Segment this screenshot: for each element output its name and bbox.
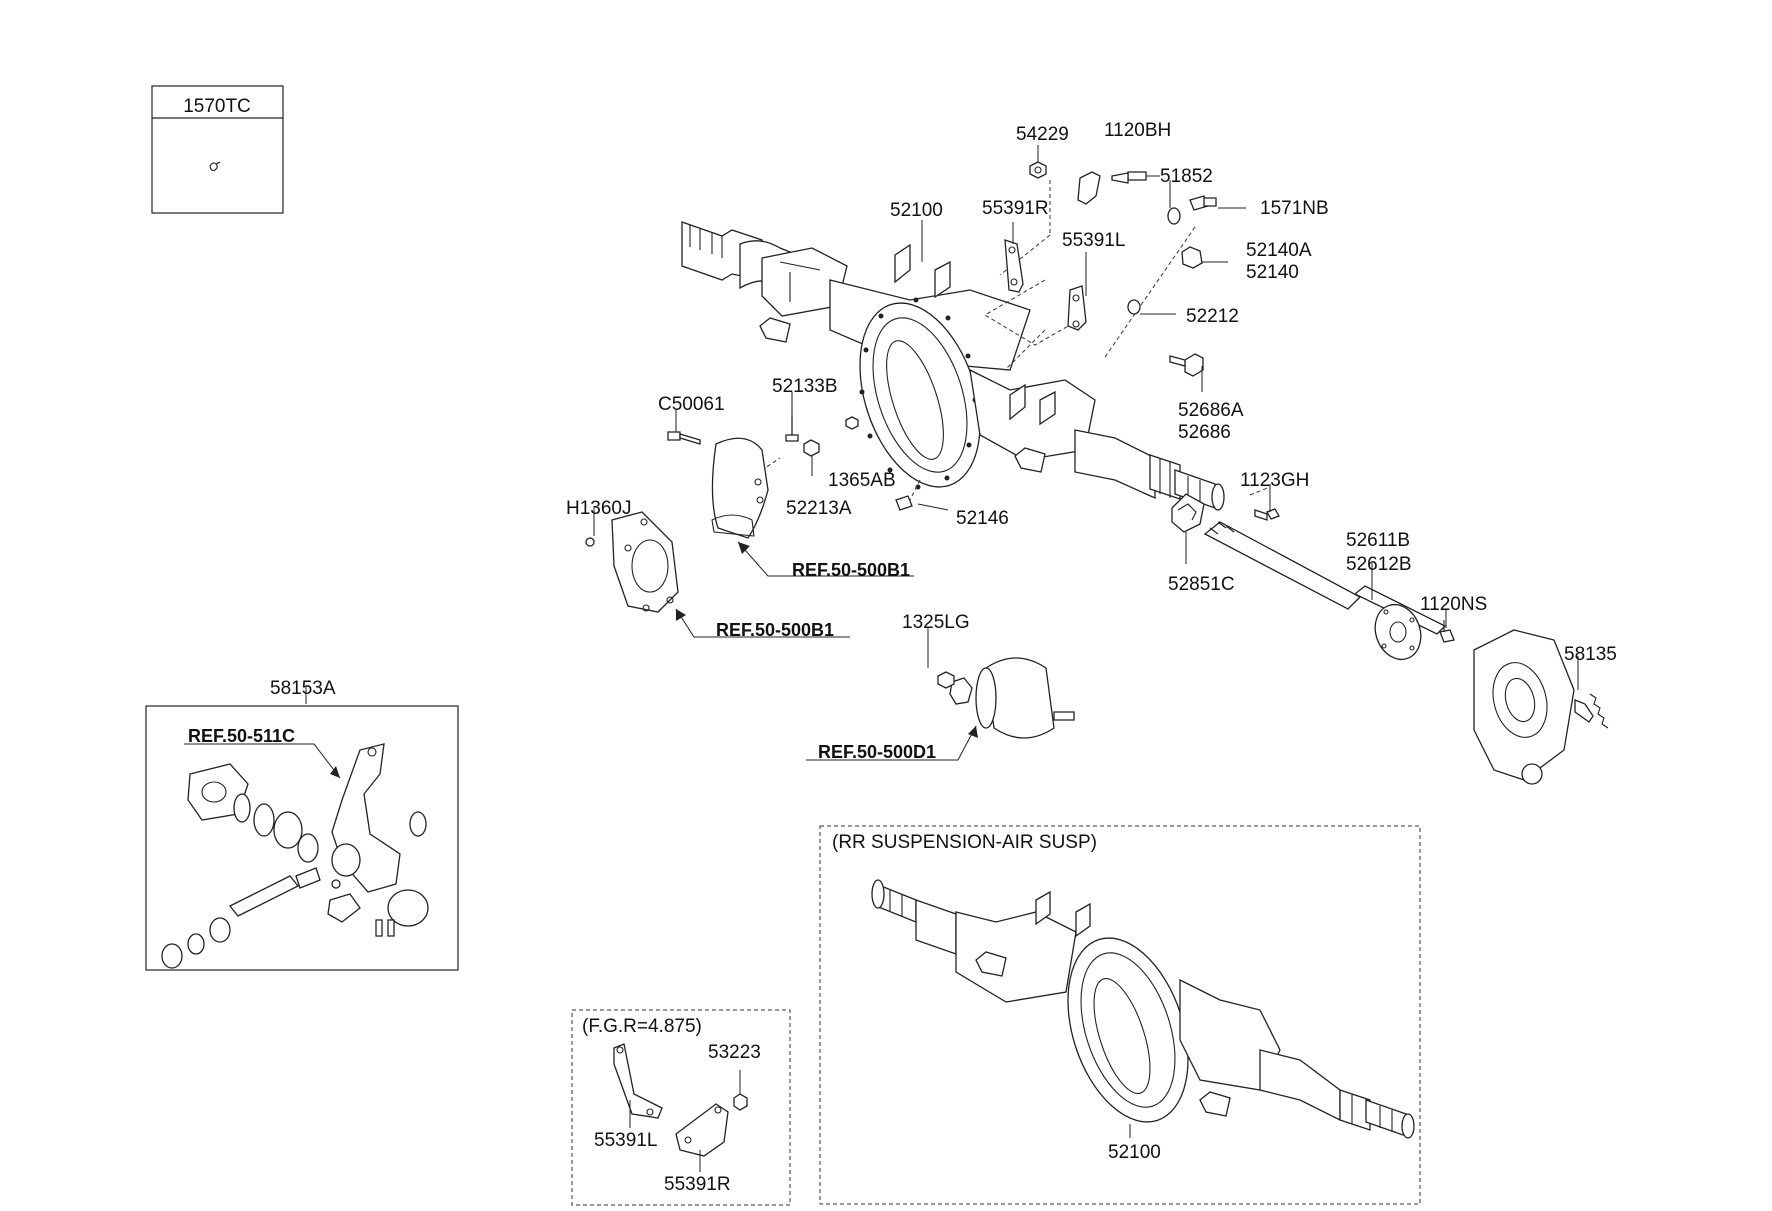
label-52140: 52140 [1246, 262, 1299, 283]
nut-54229 [1029, 161, 1047, 179]
bolt-52686 [1169, 353, 1204, 377]
label-52212: 52212 [1186, 306, 1239, 327]
wheel-hub [1473, 629, 1594, 785]
washer-51852 [1167, 207, 1181, 225]
label-58153a: 58153A [270, 678, 336, 699]
label-1571nb: 1571NB [1260, 198, 1329, 219]
bearing-cap [711, 437, 769, 539]
air-susp-part-52100: 52100 [1108, 1142, 1161, 1163]
label-1365ab: 1365AB [828, 470, 896, 491]
label-52213a: 52213A [786, 498, 852, 519]
spring-58135 [1589, 693, 1609, 729]
label-58135: 58135 [1564, 644, 1617, 665]
bolt-1123gh [1254, 508, 1280, 521]
air-susp-title: (RR SUSPENSION-AIR SUSP) [832, 832, 1097, 853]
ref-50-500b1-upper: REF.50-500B1 [792, 560, 910, 580]
label-55391r: 55391R [982, 198, 1049, 219]
label-leaders [305, 145, 1579, 704]
bracket-55391r [1004, 239, 1024, 293]
fgr-labels: (F.G.R=4.875) 53223 55391L 55391R [582, 1016, 761, 1195]
axle-housing [681, 221, 1225, 511]
label-c50061: C50061 [658, 394, 725, 415]
ref-50-511c: REF.50-511C [188, 726, 295, 746]
fgr-title: (F.G.R=4.875) [582, 1016, 702, 1037]
fgr-label-53223: 53223 [708, 1042, 761, 1063]
label-52686: 52686 [1178, 422, 1231, 443]
label-54229: 54229 [1016, 124, 1069, 145]
bolt-1120bh [1077, 171, 1147, 205]
label-h1360j: H1360J [566, 498, 632, 519]
part-labels: 54229 1120BH 51852 1571NB 52100 55391R 5… [270, 120, 1617, 699]
plug-1571nb [1189, 195, 1217, 211]
bolt-1365ab [845, 416, 859, 430]
bolt-c50061 [667, 431, 701, 445]
fgr-label-55391l: 55391L [594, 1130, 657, 1151]
ref-50-500d1: REF.50-500D1 [818, 742, 936, 762]
brake-chamber [937, 657, 1075, 739]
seal-52851c [1171, 493, 1205, 533]
air-susp-labels: (RR SUSPENSION-AIR SUSP) 52100 [832, 832, 1161, 1163]
nut-52213a [803, 439, 820, 457]
label-52611b: 52611B [1346, 530, 1410, 551]
label-52100: 52100 [890, 200, 943, 221]
label-1120ns: 1120NS [1420, 594, 1487, 615]
air-susp-box [819, 825, 1421, 1205]
plug-52146 [895, 495, 913, 511]
fgr-label-55391r: 55391R [664, 1174, 731, 1195]
washer-52212 [1127, 299, 1141, 315]
fgr-box [571, 1009, 791, 1206]
ref-arrows [184, 541, 978, 779]
label-1325lg: 1325LG [902, 612, 970, 633]
label-52140a: 52140A [1246, 240, 1312, 261]
inset-1570tc-box: 1570TC [151, 85, 284, 214]
label-55391l: 55391L [1062, 230, 1125, 251]
label-52851c: 52851C [1168, 574, 1235, 595]
knuckle-assembly-box [145, 705, 459, 971]
label-1123gh: 1123GH [1240, 470, 1309, 491]
bolt-1120ns [1439, 620, 1455, 643]
label-51852: 51852 [1160, 166, 1213, 187]
axle-shaft [1203, 521, 1447, 661]
clip-icon [209, 161, 221, 172]
bracket-55391l [1067, 285, 1087, 331]
differential-cover [585, 511, 679, 613]
label-1120bh: 1120BH [1104, 120, 1171, 141]
ref-50-500b1-lower: REF.50-500B1 [716, 620, 834, 640]
ref-labels: REF.50-500B1 REF.50-500B1 REF.50-500D1 R… [188, 560, 936, 762]
inset-1570tc-label: 1570TC [183, 96, 251, 117]
label-52686a: 52686A [1178, 400, 1244, 421]
label-52612b: 52612B [1346, 554, 1412, 575]
label-52133b: 52133B [772, 376, 838, 397]
label-52146: 52146 [956, 508, 1009, 529]
plug-52140 [1181, 246, 1203, 269]
